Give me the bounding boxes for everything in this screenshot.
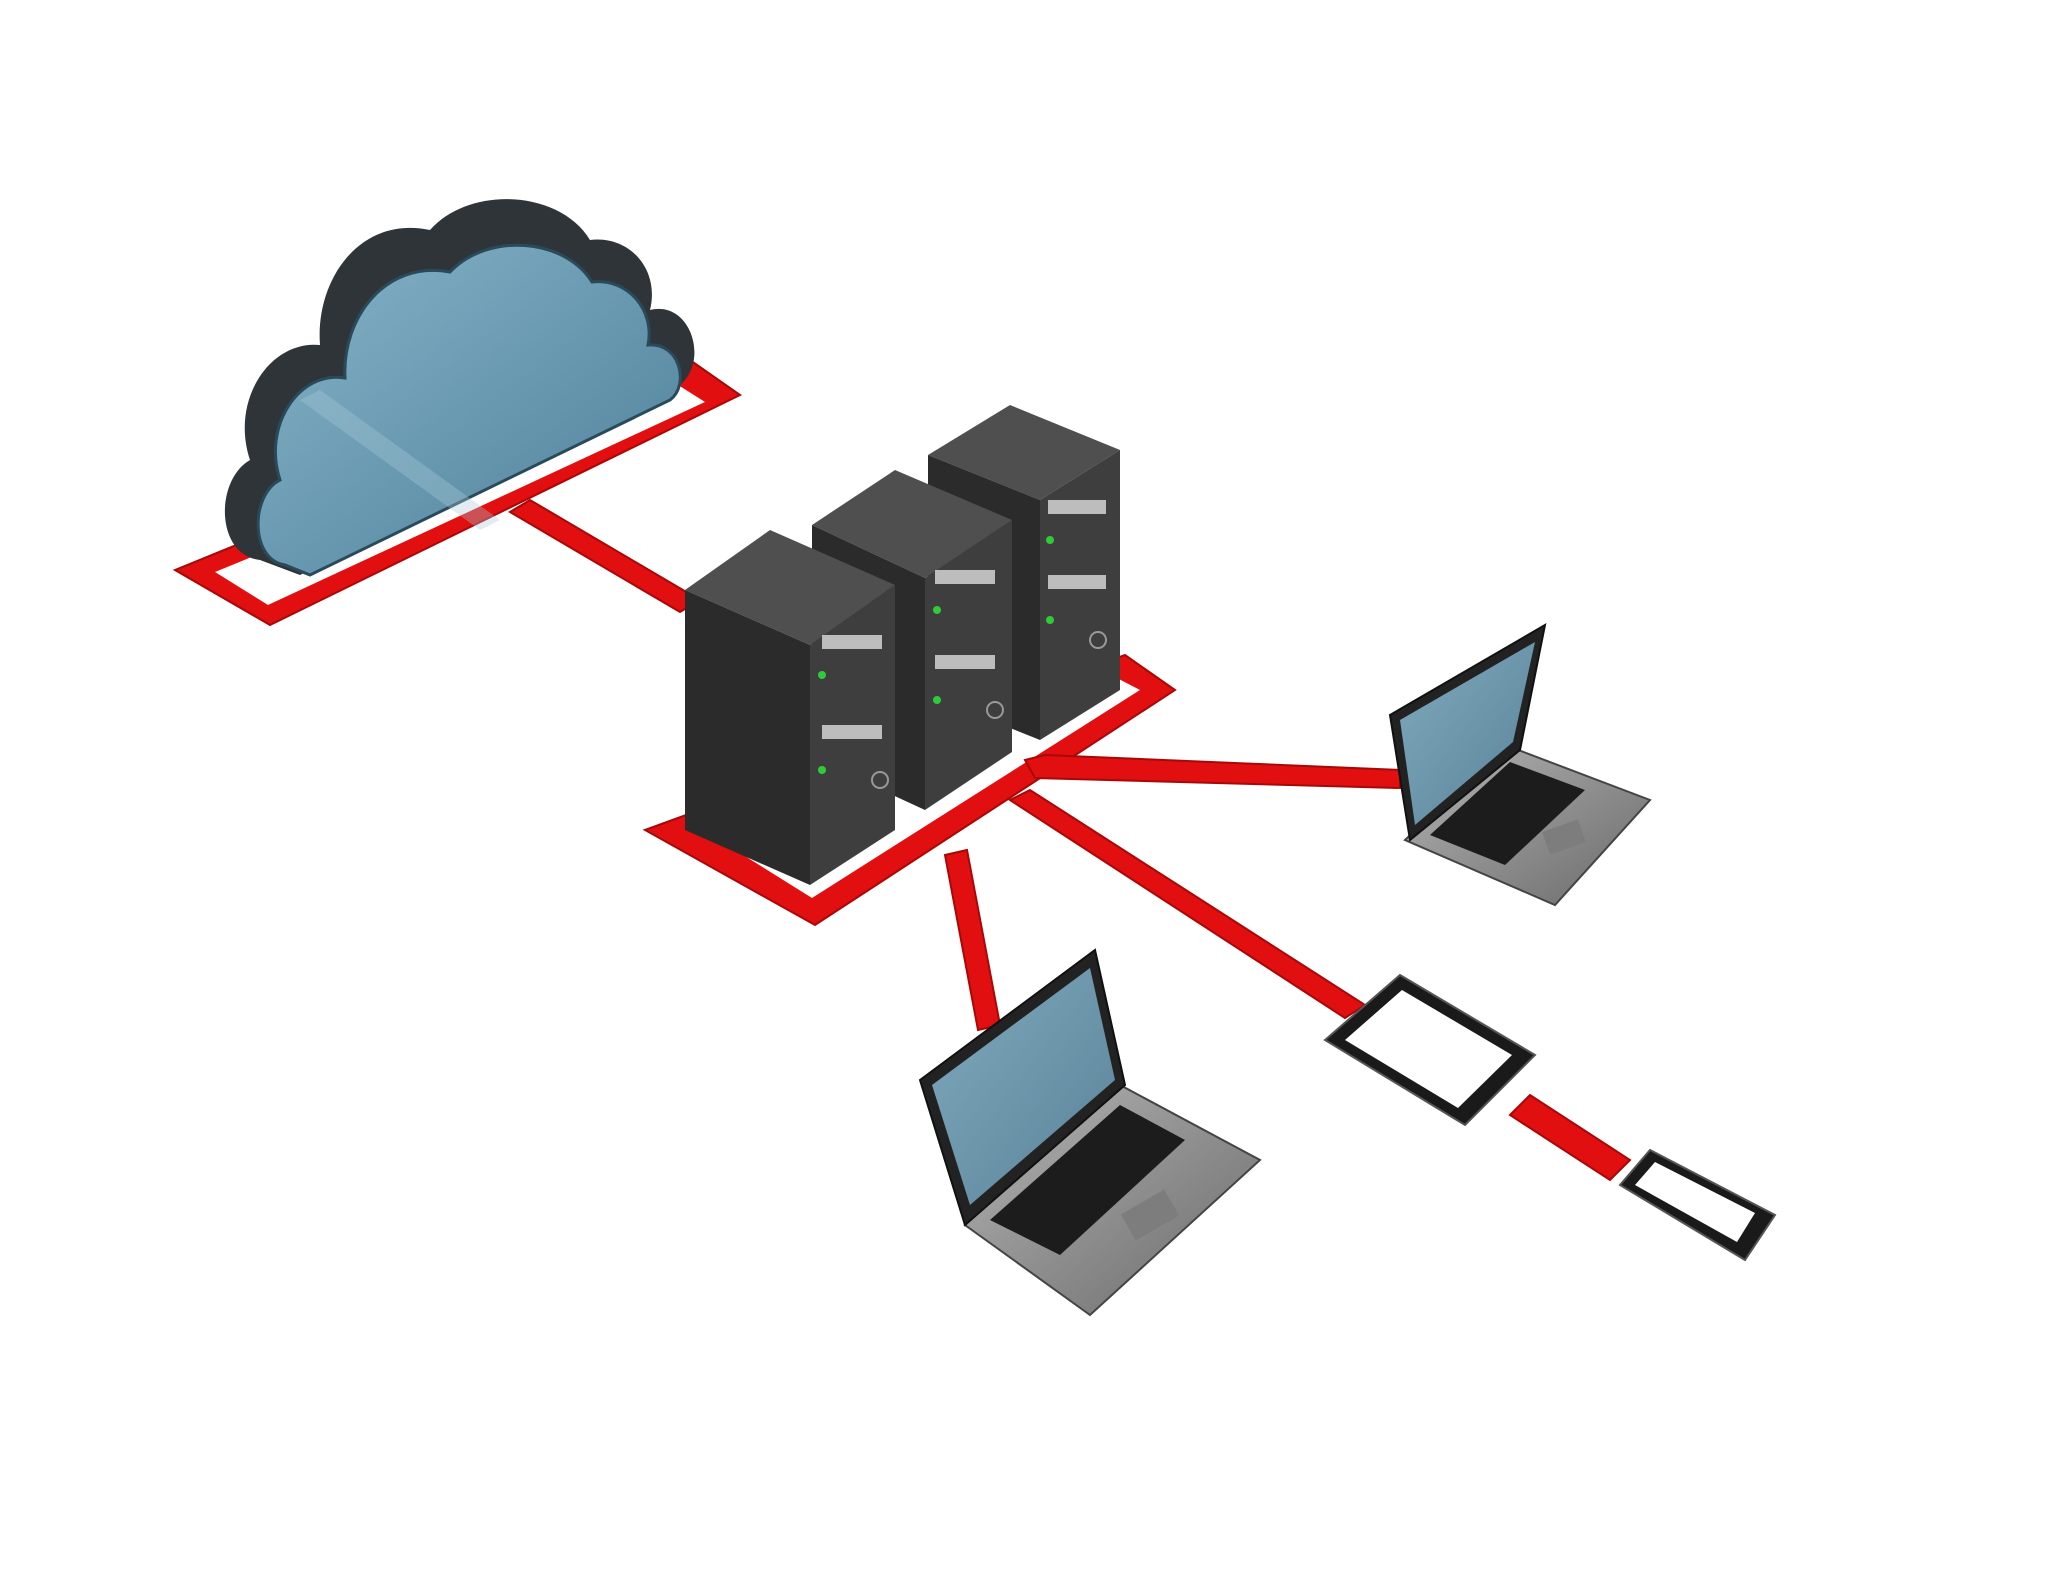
laptop-bottom-keyboard <box>990 1105 1185 1255</box>
server-rack-icon <box>685 405 1120 885</box>
cloud-icon <box>224 199 695 577</box>
laptop-icon <box>1388 623 1652 907</box>
link-cloud-servers <box>508 498 702 614</box>
server-2-vent <box>935 570 995 584</box>
power-icon <box>1089 631 1107 649</box>
led-indicator <box>933 606 941 614</box>
power-icon <box>986 701 1004 719</box>
laptop-bottom-screen <box>932 968 1115 1205</box>
server-1-vent <box>822 725 882 739</box>
laptop-right-keyboard <box>1430 762 1585 865</box>
led-indicator <box>933 696 941 704</box>
led-indicator <box>1046 536 1054 544</box>
laptop-icon <box>918 948 1262 1317</box>
server-3-vent <box>1048 500 1106 514</box>
led-indicator <box>1046 616 1054 624</box>
power-icon <box>871 771 889 789</box>
laptop-right-trackpad <box>1542 819 1586 855</box>
server-rack-1 <box>685 530 895 885</box>
smartphone-icon <box>1618 1148 1777 1262</box>
link-tablet-phone <box>1508 1093 1632 1182</box>
cloud-highlight <box>300 390 500 530</box>
server-1-vent <box>822 635 882 649</box>
laptop-bottom-trackpad <box>1120 1189 1180 1241</box>
led-indicator <box>818 766 826 774</box>
tablet-screen <box>1345 990 1512 1108</box>
link-servers-laptop-bottom <box>943 848 1002 1032</box>
server-3-vent <box>1048 575 1106 589</box>
laptop-right-screen <box>1400 642 1535 825</box>
cloud-face <box>256 243 682 577</box>
server-2-vent <box>935 655 995 669</box>
phone-screen <box>1635 1162 1755 1242</box>
tablet-icon <box>1323 973 1537 1127</box>
link-servers-laptop-right <box>1023 753 1401 790</box>
led-indicator <box>818 671 826 679</box>
